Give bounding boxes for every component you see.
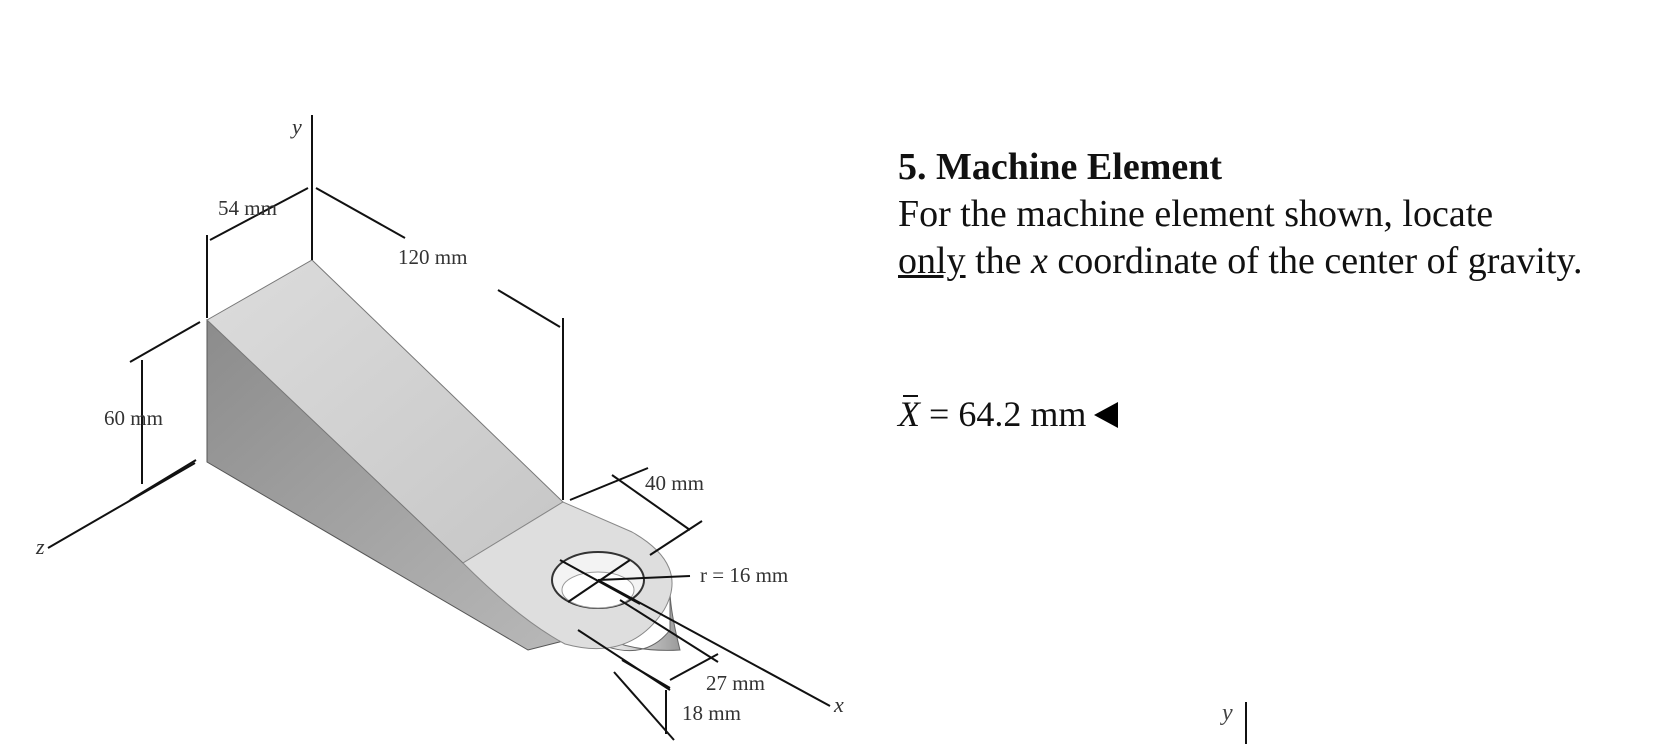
ext-line-40-b <box>649 520 703 556</box>
problem-text-only: only <box>898 240 966 282</box>
dim-54 <box>209 187 309 241</box>
dim-label-18: 18 mm <box>682 701 741 725</box>
axis-label-x: x <box>833 692 844 717</box>
dim-label-40: 40 mm <box>645 471 704 495</box>
ext-line-40-a <box>569 467 649 501</box>
x-axis-line <box>597 579 831 707</box>
axis-label-z: z <box>35 534 45 559</box>
dim-label-60: 60 mm <box>104 406 163 430</box>
corner-axis-line <box>1245 702 1247 744</box>
answer-marker-icon <box>1094 402 1119 428</box>
dim-120-b <box>497 289 561 328</box>
dim-27 <box>669 653 719 681</box>
ext-line-18-bottom <box>613 671 675 741</box>
dim-label-radius: r = 16 mm <box>700 563 788 587</box>
dimension-lines <box>129 187 719 741</box>
corner-axis-label: y <box>1222 700 1233 726</box>
dim-label-27: 27 mm <box>706 671 765 695</box>
ext-line-27-a <box>619 599 719 663</box>
ext-line-18-top <box>621 659 671 689</box>
dim-label-54: 54 mm <box>218 196 277 220</box>
center-mark-b <box>567 559 631 603</box>
problem-text: For the machine element shown, locate on… <box>898 191 1598 285</box>
problem-text-part1: For the machine element shown, locate <box>898 193 1494 235</box>
problem-title: 5. Machine Element <box>898 146 1223 188</box>
answer-symbol: X <box>898 394 920 434</box>
answer-value: 64.2 mm <box>958 394 1087 434</box>
problem-statement: 5. Machine Element For the machine eleme… <box>898 144 1598 285</box>
answer-equals: = <box>929 394 950 434</box>
ext-line-60-bottom <box>129 459 197 501</box>
part-body <box>206 259 681 652</box>
lug-hole-inner <box>561 571 635 609</box>
problem-text-the: the <box>965 240 1031 282</box>
dim-120-a <box>315 187 406 239</box>
axis-label-y: y <box>290 114 302 139</box>
axes <box>47 115 831 707</box>
problem-text-part2: coordinate of the center of gravity. <box>1047 240 1583 282</box>
center-mark-a <box>559 559 641 605</box>
machine-element-figure: y z x 54 mm 120 mm 60 mm 40 mm r = 16 mm… <box>35 114 844 741</box>
dim-radius-leader <box>597 575 691 581</box>
dim-40 <box>611 474 691 531</box>
z-axis-line <box>47 462 196 549</box>
answer: X = 64.2 mm <box>898 393 1119 435</box>
ext-line-60-top <box>129 321 201 363</box>
problem-text-x: x <box>1031 240 1048 282</box>
dim-label-120: 120 mm <box>398 245 467 269</box>
